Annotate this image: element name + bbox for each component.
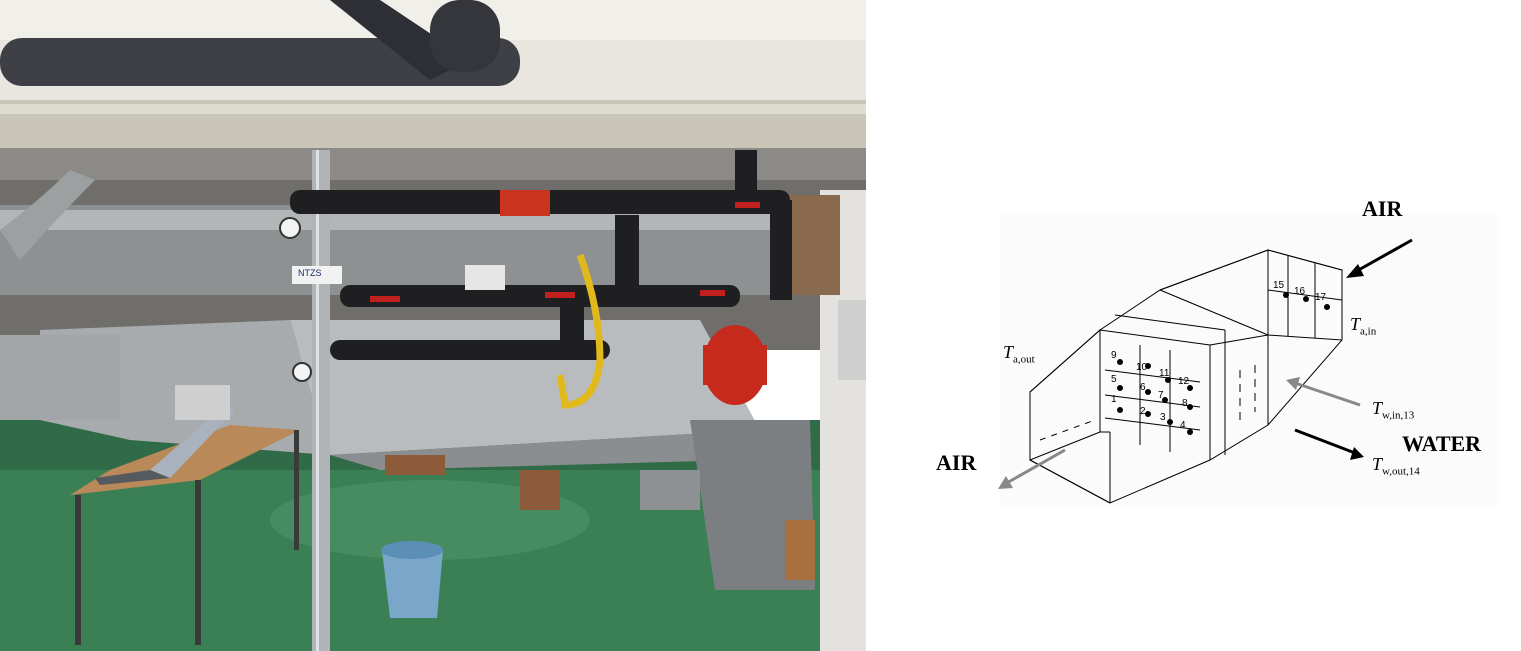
schematic-drawing <box>998 215 1500 505</box>
air-out-arrow <box>998 448 1066 489</box>
point-15-label: 15 <box>1273 280 1285 291</box>
point-2-label: 2 <box>1140 406 1146 417</box>
point-10-dot <box>1145 363 1151 369</box>
point-3-label: 3 <box>1160 412 1166 423</box>
point-8-label: 8 <box>1182 398 1188 409</box>
point-9-label: 9 <box>1111 350 1117 361</box>
point-1-dot <box>1117 407 1123 413</box>
point-3-dot <box>1167 419 1173 425</box>
water-out-arrow <box>1294 428 1364 460</box>
point-1-label: 1 <box>1111 394 1117 405</box>
point-12-dot <box>1187 385 1193 391</box>
t-w-in-label: Tw,in,13 <box>1372 398 1415 422</box>
point-7-dot <box>1162 397 1168 403</box>
point-17-label: 17 <box>1315 292 1327 303</box>
point-16-dot <box>1303 296 1309 302</box>
point-17-dot <box>1324 304 1330 310</box>
t-a-out-label: Ta,out <box>1003 342 1035 366</box>
point-6-label: 6 <box>1140 382 1146 393</box>
t-a-in-label: Ta,in <box>1350 314 1377 338</box>
point-16-label: 16 <box>1294 286 1306 297</box>
air-in-label: AIR <box>1362 196 1403 221</box>
point-15-dot <box>1283 292 1289 298</box>
point-4-label: 4 <box>1180 420 1186 431</box>
point-7-label: 7 <box>1158 390 1164 401</box>
water-in-arrow <box>1286 377 1361 407</box>
rig-photo: NTZS <box>0 0 866 651</box>
point-4-dot <box>1187 429 1193 435</box>
point-12-label: 12 <box>1178 376 1190 387</box>
point-6-dot <box>1145 389 1151 395</box>
point-8-dot <box>1187 404 1193 410</box>
point-11-label: 11 <box>1159 368 1170 379</box>
point-9-dot <box>1117 359 1123 365</box>
air-out-label: AIR <box>936 450 977 475</box>
point-5-dot <box>1117 385 1123 391</box>
rig-photo-drawing <box>0 0 866 651</box>
schematic-diagram: AIR AIR WATER Ta,out Ta,in Tw,in,13 Tw,o… <box>866 0 1521 651</box>
point-5-label: 5 <box>1111 374 1117 385</box>
point-10-label: 10 <box>1136 362 1148 373</box>
point-2-dot <box>1145 411 1151 417</box>
water-label: WATER <box>1402 431 1482 456</box>
measuring-points <box>1117 292 1330 435</box>
point-11-dot <box>1165 377 1171 383</box>
device-label: NTZS <box>298 268 322 278</box>
t-w-out-label: Tw,out,14 <box>1372 454 1420 478</box>
air-in-arrow <box>1346 238 1413 278</box>
